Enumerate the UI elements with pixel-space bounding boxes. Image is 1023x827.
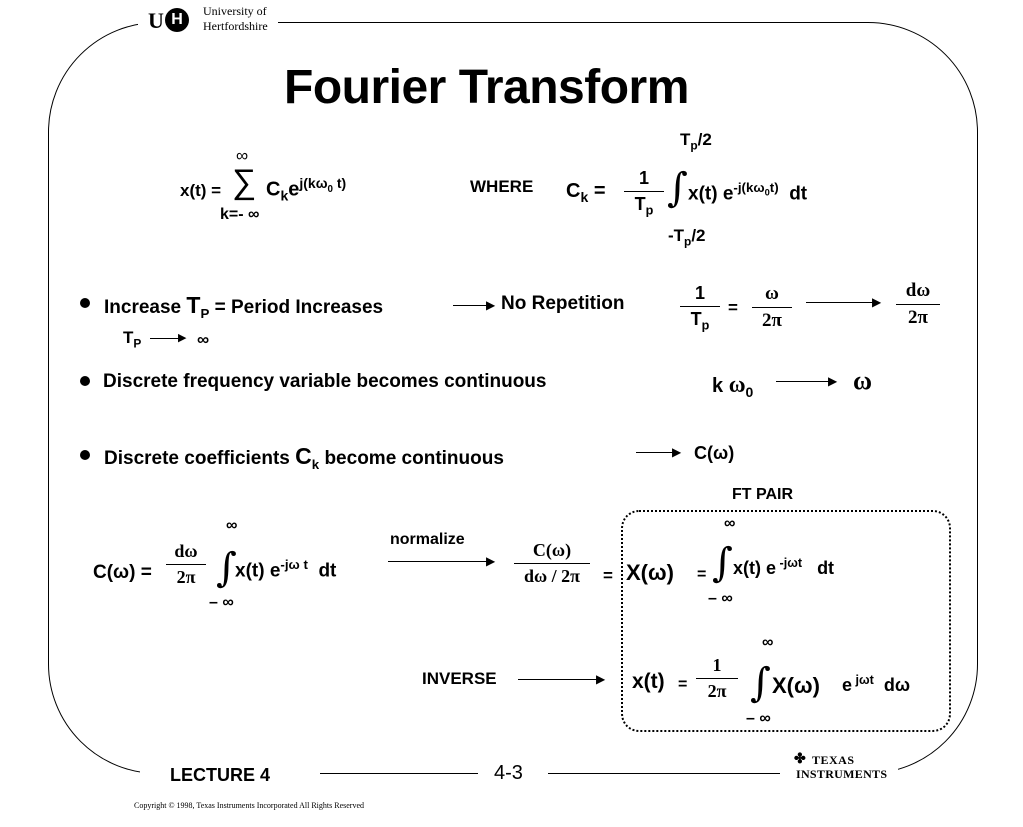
bullet-dot	[80, 450, 90, 460]
logo-letter-u: U	[148, 8, 164, 33]
arrow-head: ▶	[486, 298, 496, 312]
copyright-notice: Copyright © 1998, Texas Instruments Inco…	[134, 801, 365, 810]
page-title: Fourier Transform	[284, 61, 689, 114]
university-name-line1: University of	[203, 4, 267, 18]
arrow-line	[453, 305, 491, 306]
page-number: 4-3	[494, 762, 523, 784]
ft-pair-label: FT PAIR	[732, 486, 794, 503]
integral-symbol: ∫	[667, 165, 688, 211]
logo-h-circle: H	[165, 8, 189, 32]
ti-logo-icon: ✤	[794, 750, 806, 766]
lecture-label: LECTURE 4	[170, 765, 271, 785]
sum-symbol: ∑	[232, 163, 257, 201]
bullet-dot	[80, 298, 90, 308]
university-name-line2: Hertfordshire	[203, 19, 268, 33]
bullet-dot	[80, 376, 90, 386]
ft-pair-box	[621, 510, 951, 732]
inverse-label: INVERSE	[422, 669, 497, 688]
